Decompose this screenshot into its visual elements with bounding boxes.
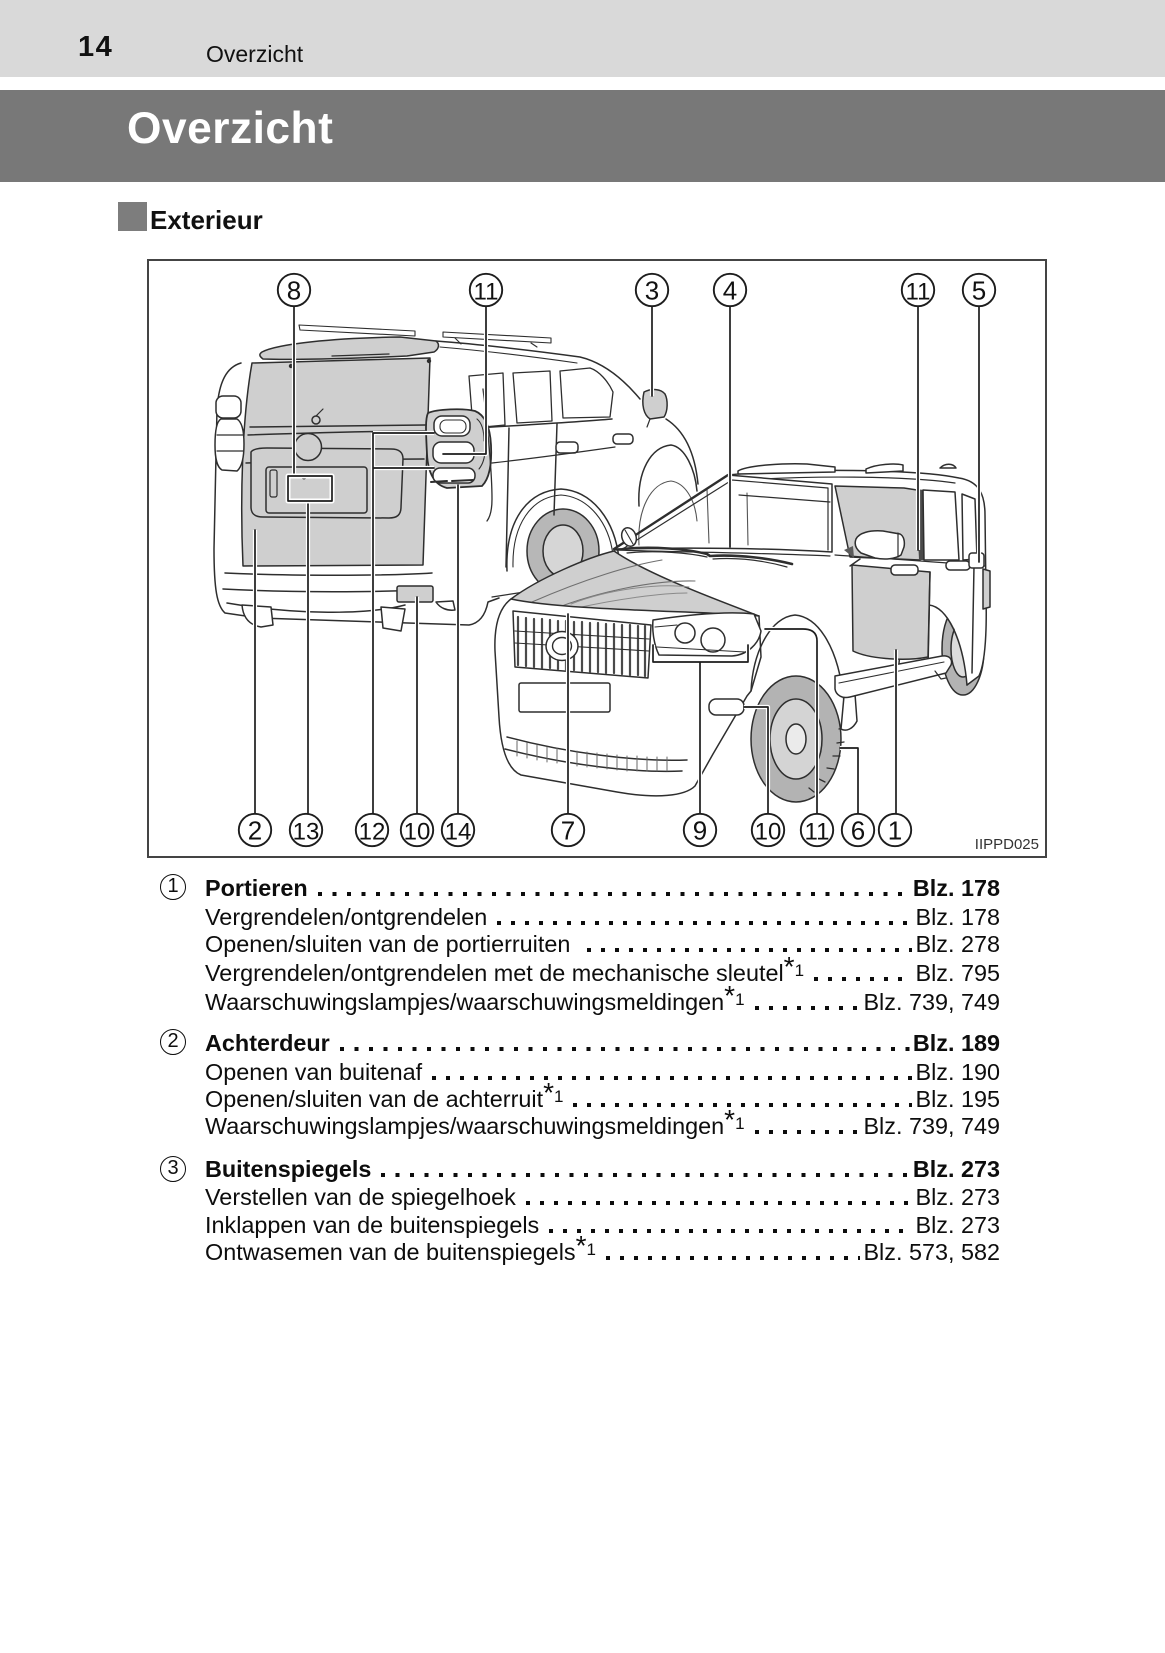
svg-text:14: 14 [445, 819, 472, 846]
svg-text:8: 8 [287, 276, 301, 306]
svg-text:12: 12 [359, 819, 386, 846]
svg-text:6: 6 [851, 816, 865, 846]
svg-text:10: 10 [755, 819, 782, 846]
svg-text:7: 7 [561, 816, 575, 846]
svg-text:9: 9 [693, 816, 707, 846]
svg-text:13: 13 [293, 819, 320, 846]
svg-text:4: 4 [723, 276, 737, 306]
svg-text:11: 11 [805, 819, 830, 846]
svg-text:3: 3 [645, 276, 659, 306]
svg-text:11: 11 [906, 279, 931, 306]
svg-text:11: 11 [474, 279, 499, 306]
svg-text:5: 5 [972, 276, 986, 306]
svg-text:1: 1 [888, 816, 902, 846]
svg-text:10: 10 [404, 819, 431, 846]
svg-text:2: 2 [248, 816, 262, 846]
